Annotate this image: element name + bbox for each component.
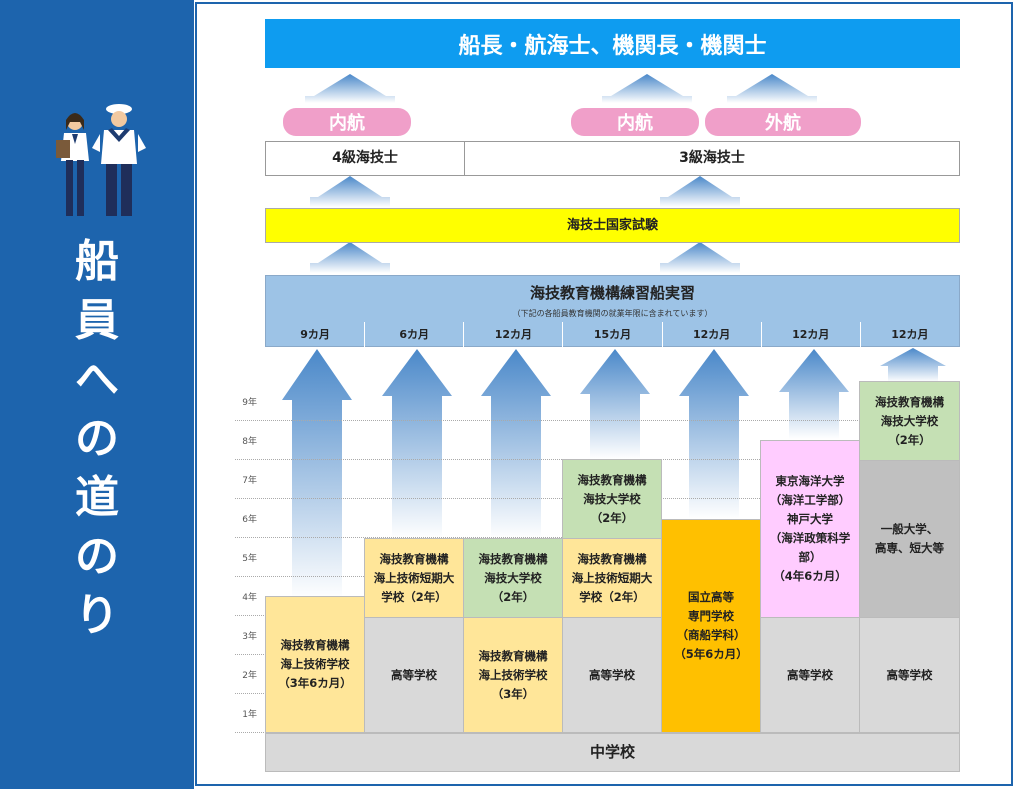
exam-label: 海技士国家試験 [566, 218, 658, 233]
pill-label: 外航 [765, 113, 801, 134]
marine-tech-academy-box: 海技教育機構 海技大学校 （2年） [562, 459, 662, 539]
high-school-box: 高等学校 [859, 617, 960, 733]
duration-cell: 12カ月 [762, 322, 861, 347]
junior-high-label: 中学校 [589, 743, 635, 761]
maritime-tech-school-box: 海技教育機構 海上技術学校 （3年6カ月） [265, 596, 365, 733]
sailor-illustration [56, 104, 146, 216]
title-char: の [75, 531, 119, 582]
year-label: 4年 [242, 593, 257, 603]
duration-row: 9カ月 6カ月 12カ月 15カ月 12カ月 12カ月 12カ月 [266, 322, 959, 347]
license-4th-class: 4級海技士 [265, 141, 465, 176]
title-char: 員 [75, 295, 119, 346]
national-exam: 海技士国家試験 [265, 208, 960, 243]
license-label: 3級海技士 [679, 150, 745, 166]
arrows-layer [282, 74, 946, 599]
high-school-box: 高等学校 [364, 617, 464, 733]
arrow-up [580, 349, 650, 459]
arrow-up [282, 349, 352, 599]
university-box: 東京海洋大学 （海洋工学部） 神戸大学 （海洋政策科学 部） （4年6カ月） [760, 440, 860, 618]
marine-tech-academy-box: 海技教育機構 海技大学校 （2年） [859, 381, 960, 461]
duration-cell: 12カ月 [891, 328, 929, 341]
pill-naiko-right: 内航 [571, 108, 699, 136]
year-label: 3年 [242, 632, 257, 642]
arrow-up [305, 74, 395, 103]
high-school-box: 高等学校 [760, 617, 860, 733]
pill-naiko-left: 内航 [283, 108, 411, 136]
duration-cell: 6カ月 [365, 322, 465, 347]
top-banner-text: 船長・航海士、機関長・機関士 [458, 33, 767, 59]
national-tech-college-box: 国立高等 専門学校 （商船学科） （5年6カ月） [661, 519, 761, 733]
duration-cell: 9カ月 [266, 322, 366, 347]
arrow-up [679, 349, 749, 519]
training-title: 海技教育機構練習船実習 [529, 284, 695, 302]
pill-label: 内航 [329, 113, 365, 134]
arrow-up [779, 349, 849, 439]
marine-tech-academy-box: 海技教育機構 海技大学校 （2年） [463, 538, 563, 618]
career-path-diagram: 船長・航海士、機関長・機関士 内航 内航 外航 4級海技士 3級海技士 海技士国… [195, 2, 1013, 786]
high-school-box: 高等学校 [562, 617, 662, 733]
title-char: 道 [75, 472, 119, 523]
training-block: 海技教育機構練習船実習 （下記の各船員教育機関の就業年限に含まれています） 9カ… [265, 275, 960, 347]
arrow-up [602, 74, 692, 103]
title-char: 船 [75, 236, 119, 287]
duration-cell: 12カ月 [464, 322, 564, 347]
vertical-title: 船 員 へ の 道 の り [55, 232, 139, 645]
maritime-tech-junior-college-box: 海技教育機構 海上技術短期大 学校（2年） [364, 538, 464, 618]
pill-label: 内航 [617, 113, 653, 134]
year-label: 7年 [242, 476, 257, 486]
year-label: 9年 [242, 398, 257, 408]
grid-line [235, 420, 960, 421]
duration-cell: 12カ月 [663, 322, 762, 347]
maritime-tech-school-box: 海技教育機構 海上技術学校 （3年） [463, 617, 563, 733]
year-label: 2年 [242, 671, 257, 681]
arrow-up [660, 176, 740, 207]
pill-gaiko: 外航 [705, 108, 861, 136]
arrow-up [880, 348, 946, 382]
arrow-up [382, 349, 452, 539]
arrow-up [310, 242, 390, 273]
arrow-up [660, 242, 740, 273]
duration-cell: 15カ月 [563, 322, 663, 347]
title-char: へ [75, 354, 119, 405]
arrow-up [727, 74, 817, 103]
arrow-up [481, 349, 551, 539]
year-label: 6年 [242, 515, 257, 525]
license-3rd-class: 3級海技士 [464, 141, 960, 176]
year-label: 1年 [242, 710, 257, 720]
arrow-up [310, 176, 390, 207]
title-char: り [75, 590, 119, 641]
year-label: 8年 [242, 437, 257, 447]
training-note: （下記の各船員教育機関の就業年限に含まれています） [512, 309, 713, 318]
maritime-tech-junior-college-box: 海技教育機構 海上技術短期大 学校（2年） [562, 538, 662, 618]
title-char: の [75, 413, 119, 464]
top-banner: 船長・航海士、機関長・機関士 [265, 19, 960, 68]
license-label: 4級海技士 [332, 150, 398, 166]
general-university-box: 一般大学、 高専、短大等 [859, 460, 960, 618]
year-label: 5年 [242, 554, 257, 564]
sidebar: 船 員 へ の 道 の り [0, 0, 194, 789]
junior-high-school-bar: 中学校 [265, 733, 960, 772]
